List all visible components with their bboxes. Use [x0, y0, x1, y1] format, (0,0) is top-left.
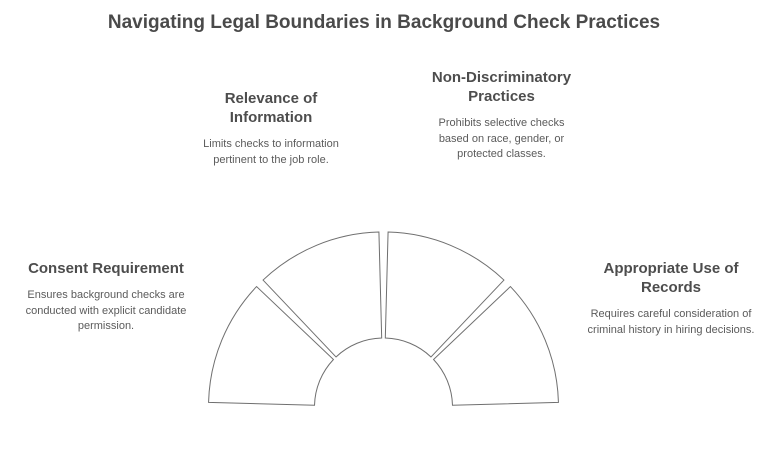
callout-appropriate-use-of-records: Appropriate Use of Records Requires care…	[586, 259, 756, 338]
callout-heading: Non-Discriminatory Practices	[431, 69, 572, 105]
segment-consent-requirement[interactable]	[209, 287, 334, 406]
segment-relevance-of-information[interactable]	[263, 232, 382, 357]
segment-appropriate-use-of-records[interactable]	[434, 287, 559, 406]
callout-heading: Consent Requirement	[28, 260, 184, 277]
page-title: Navigating Legal Boundaries in Backgroun…	[107, 12, 661, 33]
callout-description: Limits checks to information pertinent t…	[203, 138, 339, 166]
segment-non-discriminatory-practices[interactable]	[385, 232, 504, 357]
segment-group	[209, 232, 559, 405]
callout-relevance-of-information: Relevance of Information Limits checks t…	[186, 89, 356, 168]
callout-description: Ensures background checks are conducted …	[25, 289, 187, 332]
callout-heading: Appropriate Use of Records	[603, 260, 739, 296]
callout-non-discriminatory-practices: Non-Discriminatory Practices Prohibits s…	[424, 68, 579, 163]
callout-description: Prohibits selective checks based on race…	[438, 117, 565, 160]
callout-description: Requires careful consideration of crimin…	[587, 308, 755, 336]
callout-consent-requirement: Consent Requirement Ensures background c…	[22, 259, 190, 335]
callout-heading: Relevance of Information	[224, 90, 318, 126]
